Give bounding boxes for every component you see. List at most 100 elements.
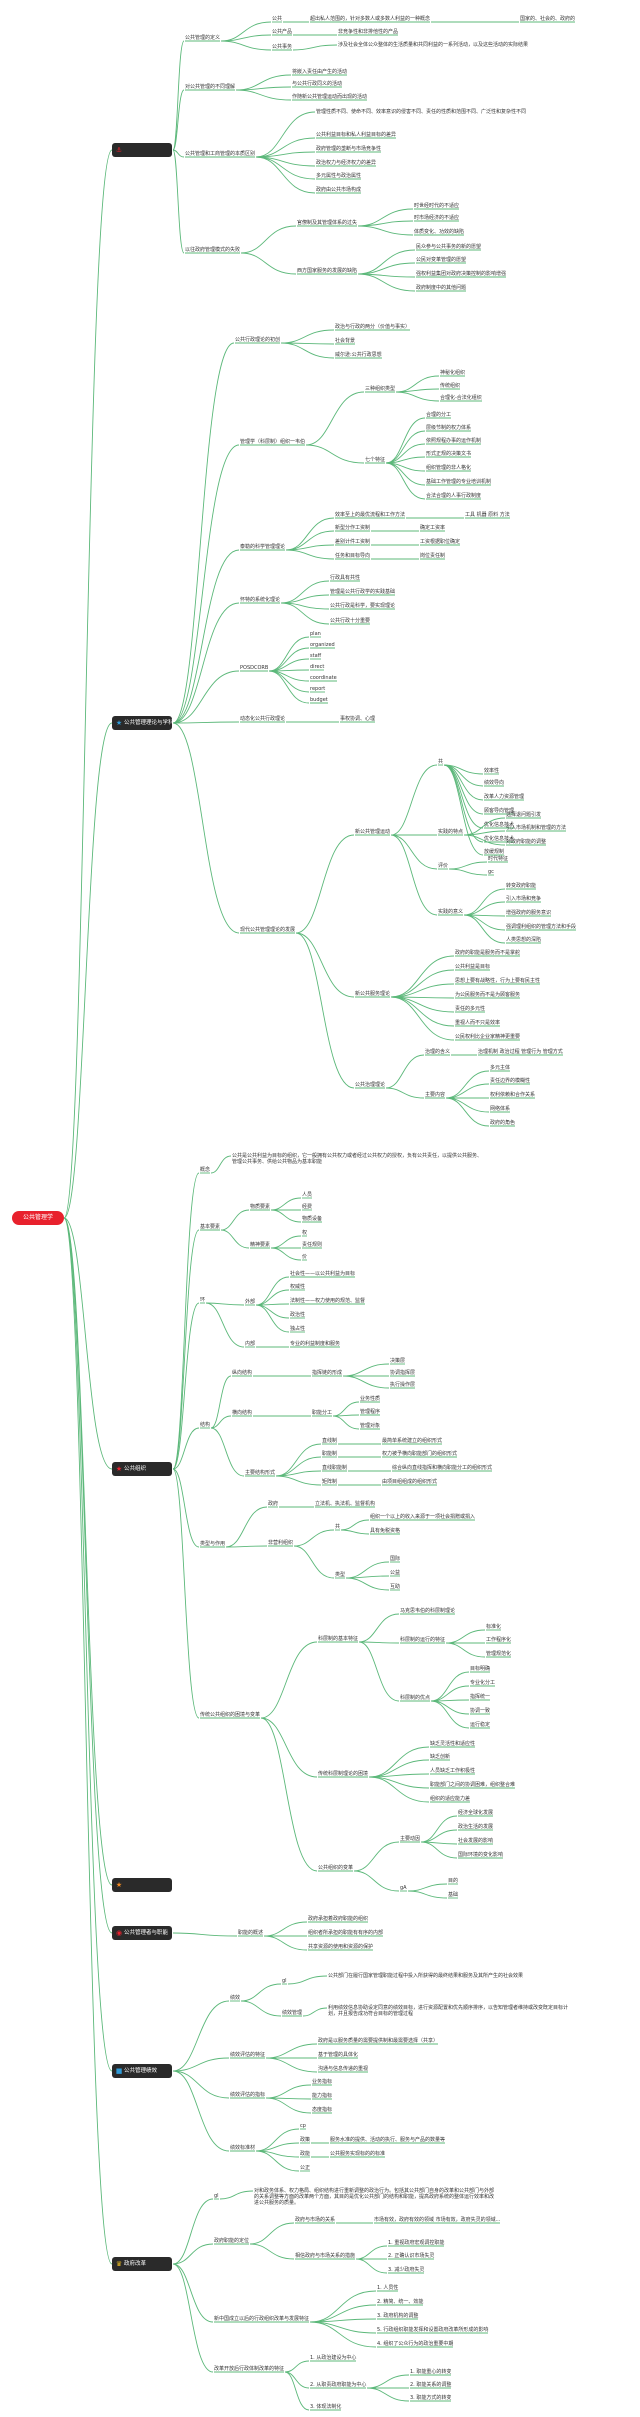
map-node[interactable]: 管理学（科层制）组织一韦伯: [240, 439, 306, 445]
map-node[interactable]: 公共行政是科学，要实现理论: [330, 603, 396, 609]
map-node[interactable]: cp: [300, 2123, 306, 2129]
map-node[interactable]: 3. 减少政府失灵: [388, 2267, 425, 2273]
map-node[interactable]: 纵向结构: [232, 1370, 253, 1376]
map-node[interactable]: 公共部门在履行国家管理职能过程中投入所获得的最终结果和服务及其所产生的社会效果: [328, 1973, 524, 1979]
map-node[interactable]: 基础工作管理的专业培训机制: [426, 479, 492, 485]
map-node[interactable]: 权力被予横向职能部门的组织形式: [382, 1451, 458, 1457]
map-node[interactable]: 标准化: [486, 1624, 502, 1630]
map-node[interactable]: 合理的分工: [426, 412, 452, 418]
map-node[interactable]: 3. 职能方式的转变: [410, 2395, 452, 2401]
map-node[interactable]: 由项目组组成的组织形式: [382, 1479, 438, 1485]
map-node[interactable]: 最简单系统建立的组织形式: [382, 1438, 443, 1444]
map-node[interactable]: 合法合理的人事行政制度: [426, 493, 482, 499]
map-node[interactable]: 责任的多元性: [455, 1006, 486, 1012]
map-node[interactable]: 工资根据职位确定: [420, 539, 461, 545]
map-node[interactable]: 现代公共管理理论的发展: [240, 927, 296, 933]
map-node[interactable]: 科层制的运行的特征: [400, 1637, 446, 1643]
map-node[interactable]: 新公共服务理论: [355, 991, 391, 997]
map-node[interactable]: 互助: [390, 1584, 401, 1590]
map-node[interactable]: 治理机制 政治过程 管理行为 管理方式: [478, 1049, 563, 1055]
map-node[interactable]: 怀特的系统化理论: [240, 597, 281, 603]
map-node[interactable]: 与公共行政同义的活动: [292, 81, 343, 87]
map-node[interactable]: 传统科层制理论的困境: [318, 1771, 369, 1777]
map-node[interactable]: 政府是以服务质量的需要提供制和最需要选择（共享）: [318, 2038, 439, 2044]
map-node[interactable]: 动态化公共行政理论: [240, 716, 286, 722]
map-node[interactable]: 涉及社会全体公众整体的生活质量和共同利益的一系列活动，以及这些活动的实际结果: [338, 42, 529, 48]
map-node[interactable]: 4. 组织了公众行为的政治重要中期: [377, 2341, 454, 2347]
map-node[interactable]: 将嵌入责任由产生的活动: [292, 69, 348, 75]
map-node[interactable]: 神秘化组织: [440, 370, 466, 376]
map-node[interactable]: 公共利益目标和私人利益目标的差异: [316, 132, 397, 138]
map-node[interactable]: 超出私人范围的，针对多数人或多数人利益的一种概念: [310, 16, 431, 22]
map-node[interactable]: 思想上要有战略性，行为上要有民主性: [455, 978, 541, 984]
map-node[interactable]: 指挥链的形成: [312, 1370, 343, 1376]
map-node[interactable]: coordinate: [310, 675, 337, 681]
map-node[interactable]: 公共行政十分重要: [330, 618, 371, 624]
map-node[interactable]: 新型分作工资制: [335, 525, 371, 531]
map-node[interactable]: 公共治理理论: [355, 1082, 386, 1088]
map-node[interactable]: 绩效: [230, 1995, 241, 2001]
map-node[interactable]: 新中国成立以后的行政组织改革与发展特征: [214, 2316, 310, 2322]
map-node[interactable]: 政策: [300, 2137, 311, 2143]
map-node[interactable]: 服务水准的提供、活动的执行、服务与产品的数量等: [330, 2137, 446, 2143]
map-node[interactable]: 新公共管理运动: [355, 829, 391, 835]
map-node[interactable]: 政府管理的垄断与市场竞争性: [316, 146, 382, 152]
map-node[interactable]: 权威性: [290, 1284, 306, 1290]
map-node[interactable]: 综合纵向直线指挥和横向职能分工的组织形式: [392, 1465, 493, 1471]
map-node[interactable]: 共享资源的使用和资源的保护: [308, 1944, 374, 1950]
map-node[interactable]: 概念: [200, 1167, 211, 1173]
category-node[interactable]: ★公共组织: [112, 1462, 172, 1476]
map-node[interactable]: 价: [302, 1254, 308, 1260]
map-node[interactable]: 职能制: [322, 1451, 338, 1457]
map-node[interactable]: 指挥统一: [470, 1694, 491, 1700]
map-node[interactable]: 体质变化、功效的缺陷: [414, 229, 465, 235]
map-node[interactable]: 社会发展的影响: [458, 1838, 494, 1844]
map-node[interactable]: 绩效评估的特征: [230, 2052, 266, 2058]
map-node[interactable]: 政府制度中的其他问题: [416, 285, 467, 291]
map-node[interactable]: 1. 职能重心的转变: [410, 2369, 452, 2375]
map-node[interactable]: 目的: [448, 1878, 459, 1884]
map-node[interactable]: 泰勒的科学管理理论: [240, 544, 286, 550]
map-node[interactable]: 外部: [245, 1299, 256, 1305]
map-node[interactable]: 时市场经济的不适应: [414, 215, 460, 221]
map-node[interactable]: 决策层: [390, 1358, 406, 1364]
map-node[interactable]: 改革人力资源管理: [484, 794, 525, 800]
map-node[interactable]: 多元主体: [490, 1065, 511, 1071]
map-node[interactable]: 协调指挥层: [390, 1370, 416, 1376]
map-node[interactable]: report: [310, 686, 326, 692]
map-node[interactable]: 公共服务实现标的的标准: [330, 2151, 386, 2157]
map-node[interactable]: 顾客导向管理: [484, 808, 515, 814]
map-node[interactable]: 优化信息技术: [484, 822, 515, 828]
map-node[interactable]: 改革开放后行政体制改革的特征: [214, 2366, 285, 2372]
map-node[interactable]: 多元属性与政治属性: [316, 173, 362, 179]
map-node[interactable]: 精神要素: [250, 1242, 271, 1248]
map-node[interactable]: 效率至上的最优流程和工作方法: [335, 512, 406, 518]
map-node[interactable]: 公共组织的变革: [318, 1865, 354, 1871]
map-node[interactable]: 政府的职能是服务而不是掌舵: [455, 950, 521, 956]
map-node[interactable]: 国际环境的变化影响: [458, 1852, 504, 1858]
map-node[interactable]: 类型与作用: [200, 1541, 226, 1547]
map-node[interactable]: 组织的适应能力差: [430, 1796, 471, 1802]
map-node[interactable]: 执行操作层: [390, 1382, 416, 1388]
map-node[interactable]: 实践的意义: [438, 909, 464, 915]
map-node[interactable]: 选择退问题引发: [506, 812, 542, 818]
map-node[interactable]: 强调理利组织的管理方法和手段: [506, 924, 577, 930]
map-node[interactable]: 权: [302, 1230, 308, 1236]
map-node[interactable]: staff: [310, 653, 322, 659]
map-node[interactable]: 共: [438, 759, 444, 765]
map-node[interactable]: 放缓规制: [484, 849, 505, 855]
map-node[interactable]: 政府: [268, 1501, 279, 1507]
map-node[interactable]: 传统组织: [440, 383, 461, 389]
map-node[interactable]: 政府与市场的关系: [295, 2217, 336, 2223]
map-node[interactable]: 组织者所承担的职能有有序的内部: [308, 1930, 384, 1936]
map-node[interactable]: 为公民服务而不是为顾客服务: [455, 992, 521, 998]
map-node[interactable]: 工作程序化: [486, 1637, 512, 1643]
map-node[interactable]: 科层制的基本特征: [318, 1636, 359, 1642]
map-node[interactable]: 时代特征: [488, 856, 509, 862]
map-node[interactable]: 结构: [200, 1422, 211, 1428]
map-node[interactable]: 公共管理和工商管理的本质区别: [185, 151, 256, 157]
map-node[interactable]: 民众参与公共事务的新的愿望: [416, 244, 482, 250]
map-node[interactable]: 转变政府职能: [506, 883, 537, 889]
map-node[interactable]: 对政府职能的调整: [506, 839, 547, 845]
map-node[interactable]: 运行稳定: [470, 1722, 491, 1728]
